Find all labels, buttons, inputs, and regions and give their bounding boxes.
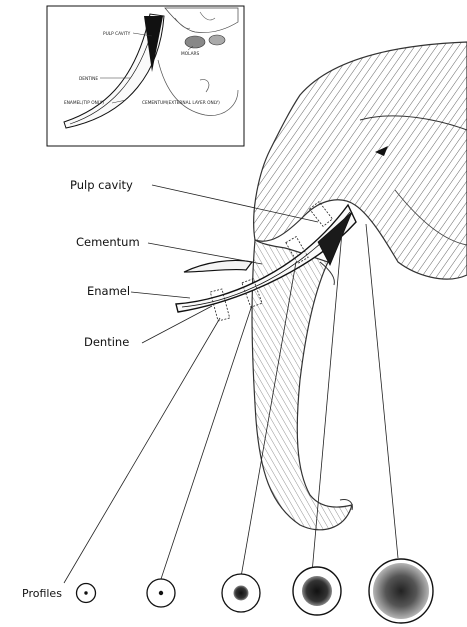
label-pulp-cavity: Pulp cavity bbox=[70, 178, 133, 192]
label-dentine: Dentine bbox=[84, 335, 129, 349]
elephant-head bbox=[252, 42, 467, 530]
profile-circle-3 bbox=[222, 574, 260, 612]
profile-circle-5 bbox=[369, 559, 433, 623]
inset-label-dentine: DENTINE bbox=[79, 76, 98, 82]
profile-circle-2 bbox=[147, 579, 175, 607]
inset-diagram: PULP CAVITY MOLARS DENTINE ENAMEL(TIP ON… bbox=[47, 6, 244, 146]
inset-label-pulp-cavity: PULP CAVITY bbox=[103, 31, 131, 37]
label-cementum: Cementum bbox=[76, 235, 140, 249]
inset-label-cementum: CEMENTUM(EXTERNAL LAYER ONLY) bbox=[142, 100, 220, 106]
label-enamel: Enamel bbox=[87, 284, 130, 298]
label-profiles: Profiles bbox=[22, 587, 62, 600]
inset-label-enamel: ENAMEL(TIP ONLY) bbox=[64, 100, 104, 106]
profile-circles bbox=[77, 559, 434, 623]
inset-label-molars: MOLARS bbox=[181, 51, 200, 57]
profile-circle-1 bbox=[77, 584, 96, 603]
profile-circle-4 bbox=[293, 567, 341, 615]
molars-shape bbox=[185, 36, 205, 48]
pulp-cavity-shape bbox=[318, 212, 352, 265]
